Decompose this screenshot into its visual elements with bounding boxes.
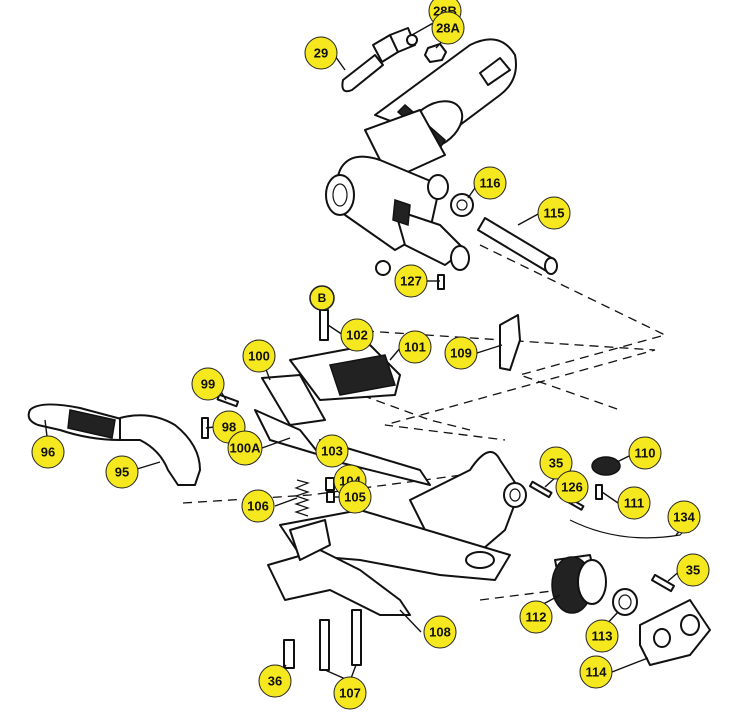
svg-text:35: 35 xyxy=(686,563,700,578)
svg-text:111: 111 xyxy=(624,496,644,511)
svg-text:99: 99 xyxy=(201,377,215,392)
svg-text:B: B xyxy=(318,291,327,305)
callout-100a: 100A xyxy=(227,430,263,466)
svg-text:107: 107 xyxy=(339,686,361,701)
svg-text:116: 116 xyxy=(480,176,501,191)
svg-text:35: 35 xyxy=(549,456,563,471)
callout-28a: 28A xyxy=(431,11,465,45)
svg-text:110: 110 xyxy=(635,446,656,461)
callout-115: 115 xyxy=(537,196,571,230)
callout-110: 110 xyxy=(628,436,662,470)
callout-106: 106 xyxy=(241,489,275,523)
callout-101: 101 xyxy=(398,330,432,364)
callout-95: 95 xyxy=(105,455,139,489)
callout-107: 107 xyxy=(333,676,367,710)
callout-35-lower: 35 xyxy=(676,553,710,587)
motor-head-assembly xyxy=(325,27,558,290)
callout-99: 99 xyxy=(191,367,225,401)
callout-103: 103 xyxy=(315,434,349,468)
svg-text:134: 134 xyxy=(673,510,695,525)
svg-text:109: 109 xyxy=(450,346,472,361)
svg-text:108: 108 xyxy=(429,625,451,640)
callout-113: 113 xyxy=(585,619,619,653)
callout-126: 126 xyxy=(555,470,589,504)
svg-text:36: 36 xyxy=(268,674,282,689)
svg-text:28A: 28A xyxy=(436,21,460,36)
knob-and-bracket xyxy=(528,456,711,666)
callout-100: 100 xyxy=(242,339,276,373)
callout-96: 96 xyxy=(31,435,65,469)
svg-text:100A: 100A xyxy=(229,441,261,456)
callout-102: 102 xyxy=(340,318,374,352)
svg-text:98: 98 xyxy=(222,420,236,435)
callout-29: 29 xyxy=(304,36,338,70)
svg-text:127: 127 xyxy=(400,274,422,289)
callout-35-upper: 35 xyxy=(539,446,573,480)
svg-text:96: 96 xyxy=(41,445,55,460)
svg-text:95: 95 xyxy=(115,465,129,480)
callout-105: 105 xyxy=(338,480,372,514)
svg-text:112: 112 xyxy=(526,610,547,625)
svg-text:103: 103 xyxy=(321,444,343,459)
svg-text:105: 105 xyxy=(344,490,366,505)
svg-text:114: 114 xyxy=(586,665,608,680)
svg-text:100: 100 xyxy=(248,349,270,364)
callout-b: B xyxy=(309,285,335,311)
callout-98: 98 xyxy=(212,410,246,444)
svg-text:126: 126 xyxy=(561,480,583,495)
svg-text:101: 101 xyxy=(404,340,426,355)
frame-assembly xyxy=(267,451,527,671)
svg-text:102: 102 xyxy=(346,328,368,343)
callout-108: 108 xyxy=(423,615,457,649)
svg-text:115: 115 xyxy=(544,206,565,221)
callout-116: 116 xyxy=(473,166,507,200)
callout-134: 134 xyxy=(667,500,701,534)
svg-text:113: 113 xyxy=(592,629,613,644)
callout-111: 111 xyxy=(617,486,651,520)
callout-127: 127 xyxy=(394,264,428,298)
grip-and-handle xyxy=(27,393,240,486)
callout-109: 109 xyxy=(444,336,478,370)
svg-text:29: 29 xyxy=(314,46,328,61)
svg-text:106: 106 xyxy=(247,499,269,514)
callout-112: 112 xyxy=(519,600,553,634)
callout-114: 114 xyxy=(579,655,613,689)
callout-36: 36 xyxy=(258,664,292,698)
